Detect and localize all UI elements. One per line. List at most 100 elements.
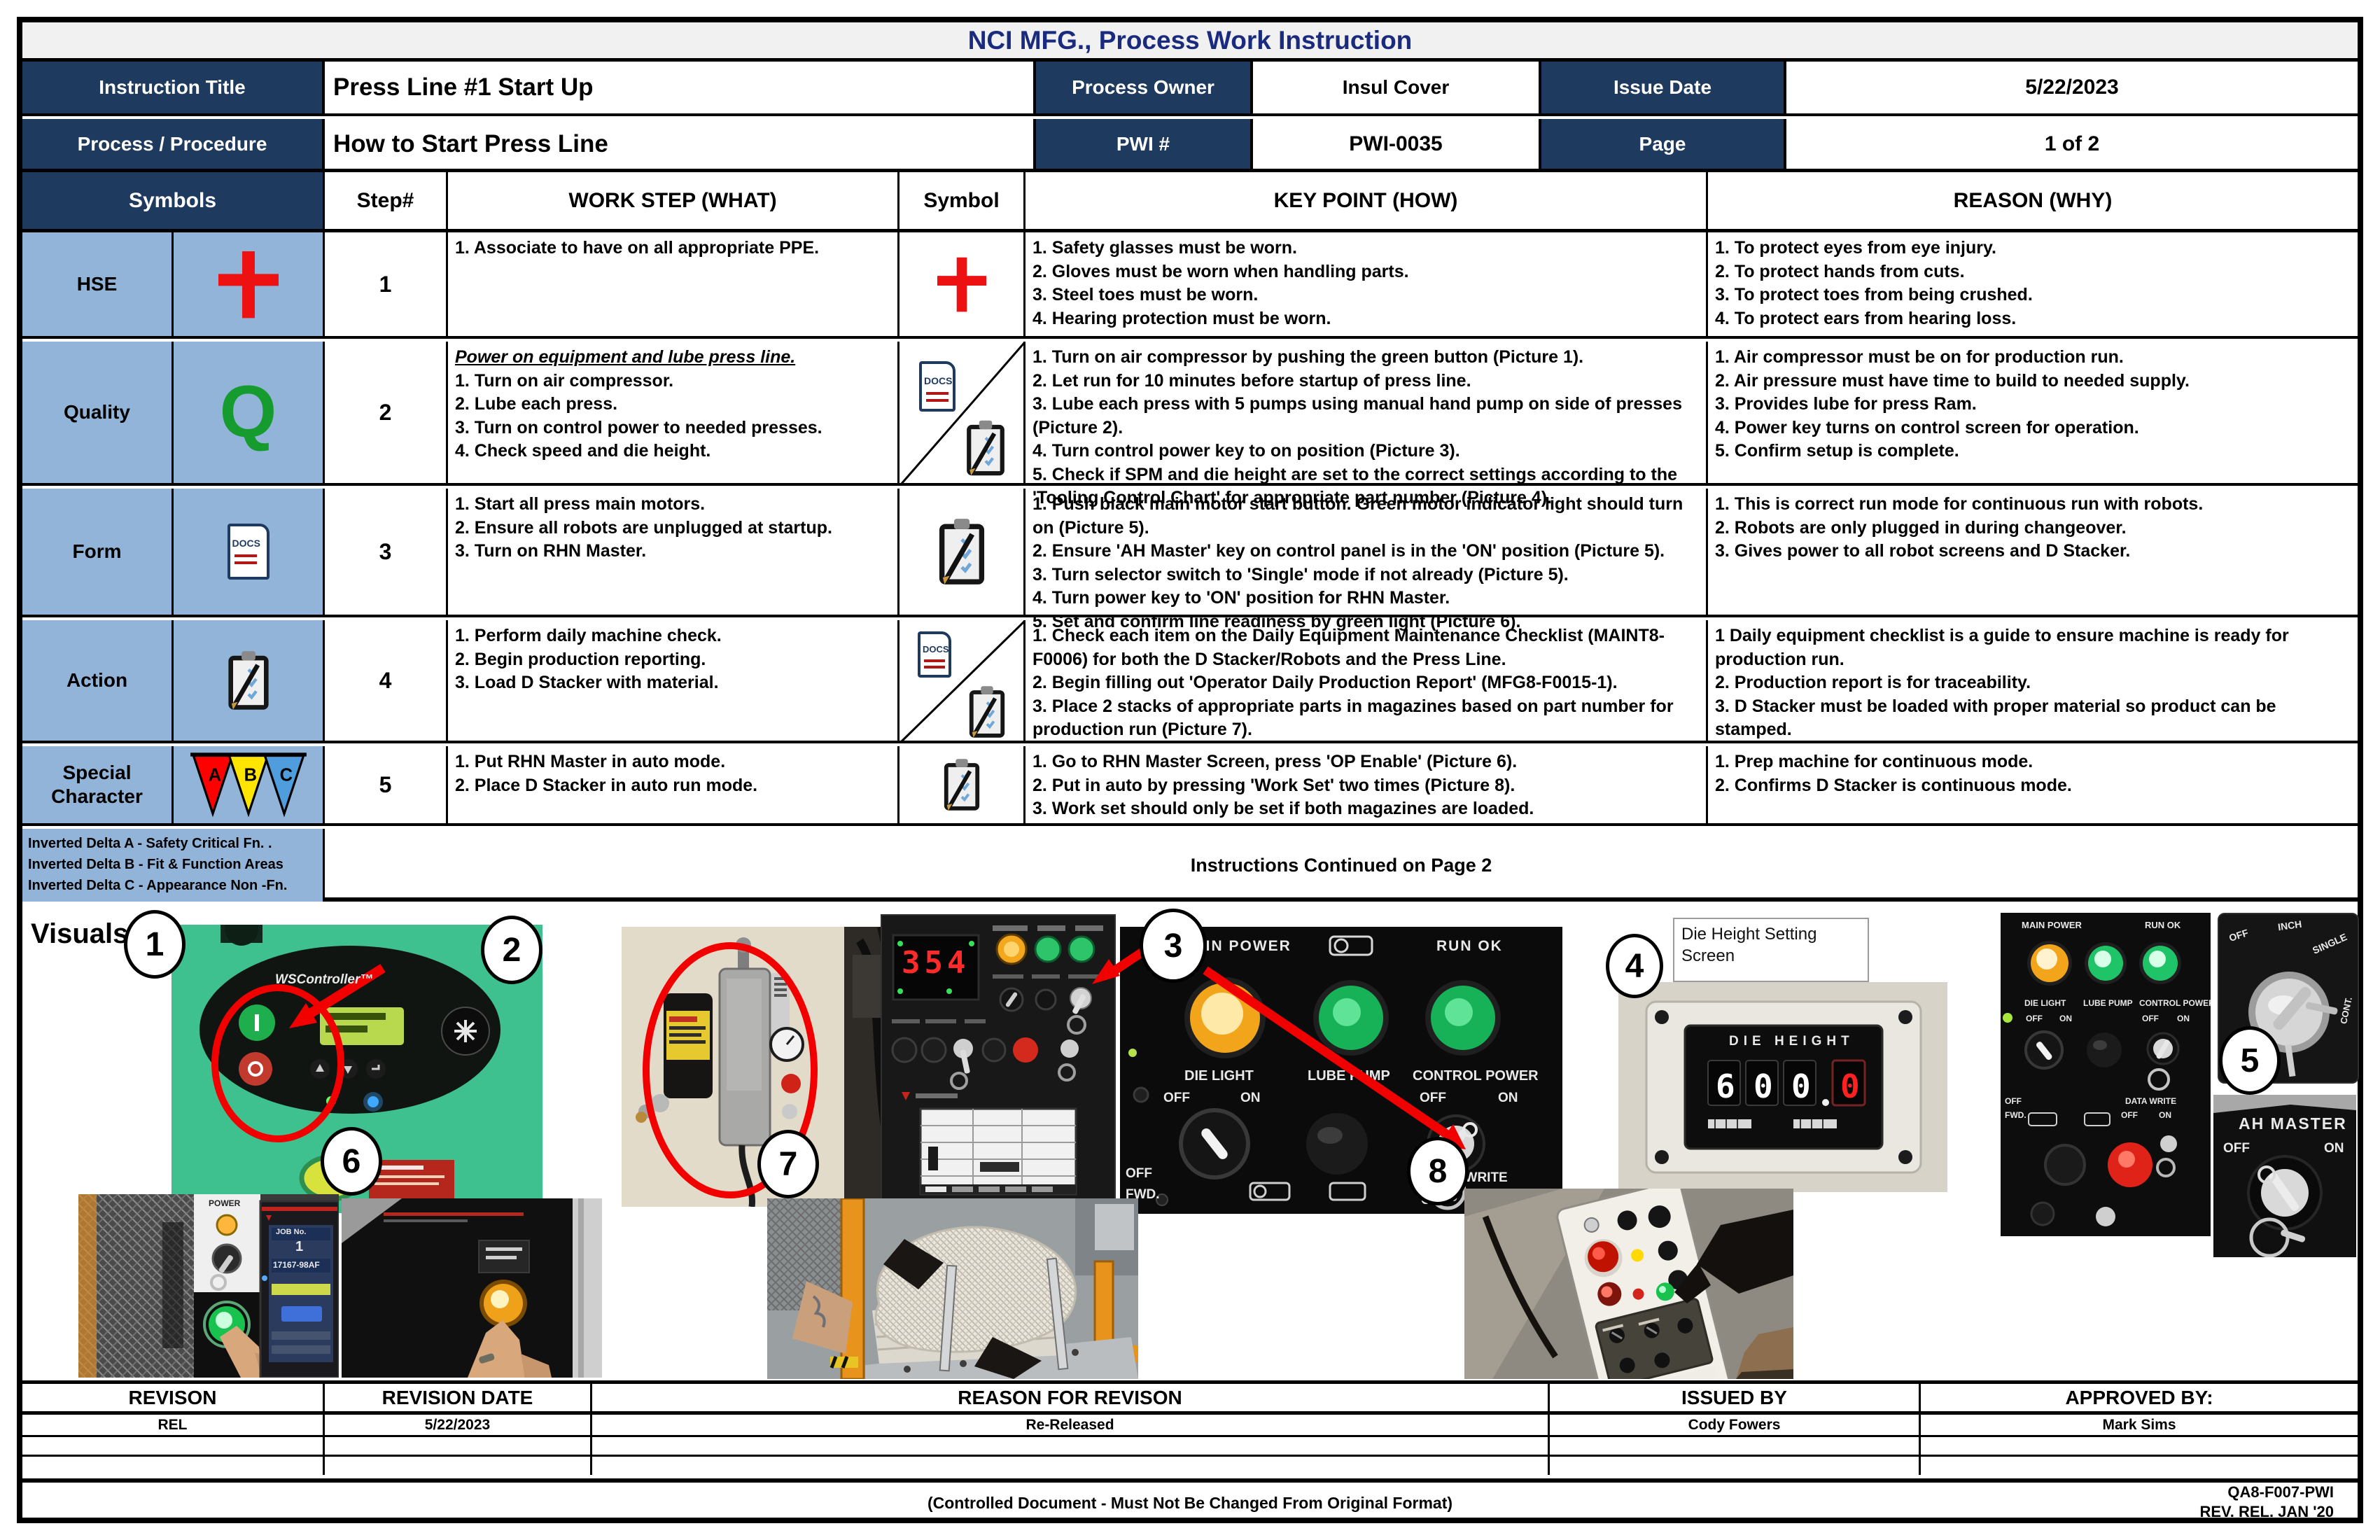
footer-right: QA8-F007-PWI REV. REL. JAN '20 [2200, 1483, 2334, 1521]
revision-row-empty [22, 1457, 2358, 1475]
col-symbols-label: Symbols [128, 188, 217, 212]
callout-2-number: 2 [502, 931, 522, 969]
die-height-digit: 6 [1716, 1068, 1735, 1105]
step-number: 1 [379, 271, 392, 297]
delta-c-label: C [279, 766, 292, 785]
process-owner-value: Insul Cover [1342, 76, 1450, 98]
text-line: 2. Place D Stacker in auto run mode. [455, 775, 758, 795]
revision-header-row: REVISON REVISION DATE REASON FOR REVISON… [22, 1384, 2358, 1415]
data-write-label: DATA WRITE [2125, 1096, 2177, 1106]
text-line: 2. Put in auto by pressing 'Work Set' tw… [1032, 775, 1516, 795]
photo-4-caption-text: Die Height Setting Screen [1681, 925, 1817, 966]
fwd-label: FWD. [1126, 1187, 1160, 1202]
symbol-label-cell: Quality [22, 342, 174, 483]
symbol-cell [899, 746, 1026, 823]
symbol-label-cell: Action [22, 620, 174, 741]
control-power-label: CONTROL POWER [1413, 1068, 1539, 1084]
form-revision-note: REV. REL. JAN '20 [2199, 1502, 2334, 1520]
clipboard-icon [969, 686, 1005, 738]
table-row-action: Action 4 1. Perform daily machine check.… [22, 620, 2358, 743]
delta-legend: Inverted Delta A - Safety Critical Fn. .… [22, 829, 325, 902]
revision-value-cell: REL [22, 1415, 325, 1435]
pwi-value-cell: PWI-0035 [1253, 119, 1541, 169]
issued-by-value: Cody Fowers [1688, 1416, 1781, 1433]
photo-6a: POWER JOB No. 1 17167-98AF [78, 1194, 339, 1378]
work-step-cell: 1. Perform daily machine check. 2. Begin… [448, 620, 899, 741]
text-line: 2. Ensure all robots are unplugged at st… [455, 517, 832, 538]
reason-cell: 1. Prep machine for continuous mode. 2. … [1708, 746, 2358, 823]
delta-a-label: A [208, 766, 220, 785]
photo-6a-image [78, 1194, 339, 1378]
pwi-value: PWI-0035 [1349, 132, 1443, 155]
docs-icon-label: DOCS [232, 538, 260, 549]
control-power-label: CONTROL POWER [2139, 998, 2211, 1008]
issue-date-value-cell: 5/22/2023 [1786, 62, 2358, 113]
col-reason-label: REASON (WHY) [1953, 188, 2113, 212]
instruction-title-value-cell: Press Line #1 Start Up [325, 62, 1036, 113]
text-line: 3. Work set should only be set if both m… [1032, 799, 1534, 818]
continued-cell: Instructions Continued on Page 2 [325, 829, 2358, 902]
photo-1: WSController™ [172, 925, 542, 1213]
ah-master-switch-image [2213, 1095, 2356, 1257]
header-row-2: Process / Procedure How to Start Press L… [22, 119, 2358, 172]
job-number-value: 1 [295, 1239, 304, 1254]
delta-flags-icon: A B C [190, 752, 307, 818]
controlled-document-note: (Controlled Document - Must Not Be Chang… [927, 1493, 1453, 1512]
text-line: 4. Turn control power key to on position… [1032, 441, 1460, 461]
red-cross-icon [937, 257, 986, 312]
die-height-digit: 0 [1791, 1068, 1811, 1105]
step-number-cell: 5 [325, 746, 448, 823]
text-line: 1. Air compressor must be on for product… [1715, 347, 2124, 367]
empty-cell [1921, 1437, 2358, 1455]
step-number-cell: 4 [325, 620, 448, 741]
off-label: OFF [2223, 1141, 2250, 1156]
page-value-cell: 1 of 2 [1786, 119, 2358, 169]
part-number: 17167-98AF [273, 1260, 320, 1270]
symbol-label: Form [72, 540, 122, 562]
callout-2: 2 [481, 916, 542, 984]
callout-7: 7 [757, 1130, 819, 1198]
key-point-cell: 1. Turn on air compressor by pushing the… [1026, 342, 1708, 507]
clipboard-icon [939, 519, 984, 584]
text-line: 1. Push black main motor start button. G… [1032, 494, 1684, 538]
photo-8 [1464, 1189, 1793, 1379]
pwi-label-cell: PWI # [1036, 119, 1253, 169]
page-value: 1 of 2 [2044, 132, 2100, 155]
column-header-row: Symbols Step# WORK STEP (WHAT) Symbol KE… [22, 172, 2358, 232]
process-owner-value-cell: Insul Cover [1253, 62, 1541, 113]
symbol-icon-cell: DOCS [174, 489, 325, 615]
text-line: 1 Daily equipment checklist is a guide t… [1715, 626, 2289, 669]
text-line: 1. To protect eyes from eye injury. [1715, 238, 1996, 258]
text-line: 3. Lube each press with 5 pumps using ma… [1032, 394, 1682, 438]
approved-by-value: Mark Sims [2102, 1416, 2176, 1433]
empty-cell [1550, 1437, 1921, 1455]
step-number: 3 [379, 538, 392, 564]
text-line: 1. Safety glasses must be worn. [1032, 238, 1297, 258]
page-title: NCI MFG., Process Work Instruction [967, 25, 1413, 55]
text-line: 4. Turn power key to 'ON' position for R… [1032, 588, 1450, 608]
work-instruction-page: NCI MFG., Process Work Instruction Instr… [17, 17, 2363, 1523]
revision-row-empty [22, 1437, 2358, 1457]
text-line: 1. Go to RHN Master Screen, press 'OP En… [1032, 752, 1518, 771]
lube-pump-label: LUBE PUMP [2083, 998, 2133, 1008]
text-line: 2. Begin filling out 'Operator Daily Pro… [1032, 673, 1618, 692]
revision-date-cell: 5/22/2023 [325, 1415, 592, 1435]
process-procedure-label-cell: Process / Procedure [22, 119, 325, 169]
col-step: Step# [325, 172, 448, 229]
photo-6b-image [342, 1198, 602, 1378]
page-label: Page [1639, 132, 1686, 155]
callout-6-number: 6 [342, 1142, 361, 1180]
on-label: ON [2159, 1110, 2171, 1120]
footer-center: (Controlled Document - Must Not Be Chang… [22, 1488, 2358, 1518]
symbol-label-cell: Form [22, 489, 174, 615]
symbol-icon-cell [174, 232, 325, 336]
quality-q-icon: Q [219, 371, 277, 453]
photo-1-image [172, 925, 542, 1213]
header-row-1: Instruction Title Press Line #1 Start Up… [22, 62, 2358, 116]
legend-line: Inverted Delta C - Appearance Non -Fn. [28, 878, 288, 893]
work-step-cell: Power on equipment and lube press line. … [448, 342, 899, 483]
reason-cell: 1 Daily equipment checklist is a guide t… [1708, 620, 2358, 741]
main-power-label: MAIN POWER [2022, 920, 2082, 930]
photo-6b [342, 1198, 602, 1378]
text-line: 1. Perform daily machine check. [455, 626, 722, 645]
